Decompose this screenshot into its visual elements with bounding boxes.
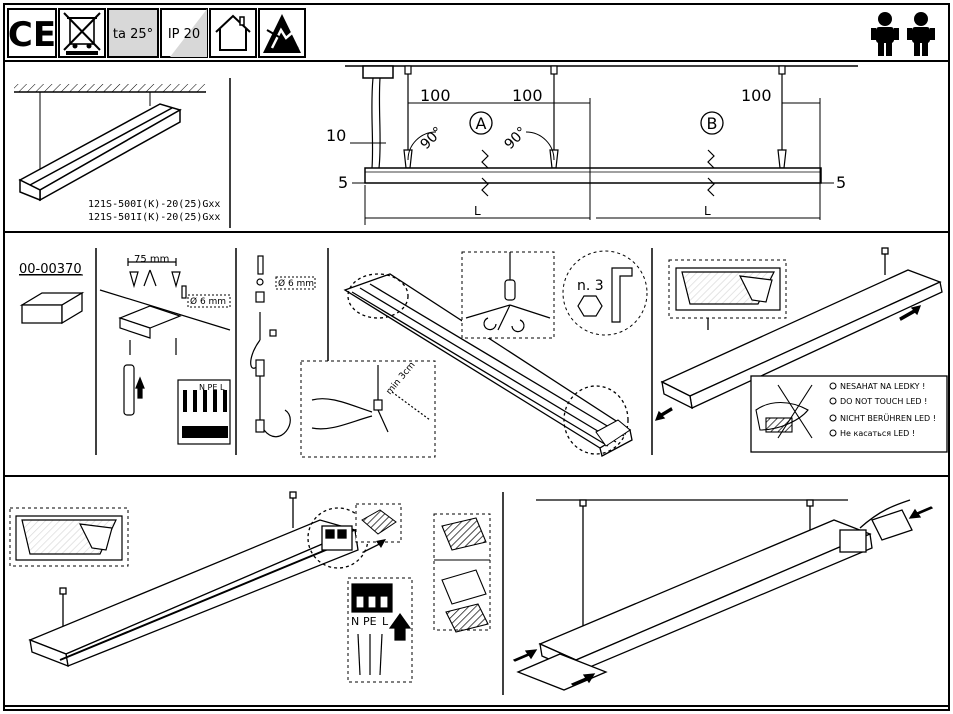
section-mounting: 00-00370 (19, 247, 948, 458)
esd-warning-icon (258, 8, 306, 58)
circle-label-b: B (707, 114, 718, 133)
warning-czech: NESAHAT NA LEDKY ! (840, 382, 925, 391)
luminaire-final-view (512, 499, 934, 691)
ip-badge-icon: IP 20 (160, 8, 208, 58)
ce-mark-text: CE (8, 15, 56, 55)
cable-anchor-step (250, 255, 291, 438)
cover-insert-step (434, 517, 490, 633)
dimension-drawing: 100 100 100 10 5 5 90° 90° A B L L (326, 65, 858, 225)
dim-100-c: 100 (741, 86, 772, 105)
angle-90-a: 90° (418, 124, 447, 153)
luminaire-wiring-view (28, 491, 369, 668)
header-icons: CE ta 25° IP 20 (7, 8, 935, 58)
luminaire-assembly (343, 273, 633, 457)
model-line-1: 121S-500I(K)-20(25)Gxx (88, 199, 220, 210)
part-code: 00-00370 (19, 262, 82, 277)
ta-badge-text: ta 25° (113, 27, 153, 42)
section-wiring: N PE L (9, 491, 934, 695)
hex-key-icon (611, 267, 633, 323)
dim-100-b: 100 (512, 86, 543, 105)
warning-russian: Не касаться LED ! (840, 429, 915, 438)
do-not-touch-hand-icon (755, 384, 813, 439)
ceiling-drill-step (99, 258, 231, 445)
profile-section-detail (675, 267, 781, 311)
arrow-right-icon (362, 539, 386, 553)
dim-75mm: 75 mm (134, 254, 169, 265)
weee-bin-icon (58, 8, 106, 58)
ip-badge-text: IP 20 (168, 27, 200, 42)
dim-10: 10 (326, 126, 346, 145)
length-l-a: L (474, 204, 481, 218)
dim-5-left: 5 (338, 173, 348, 192)
length-l-b: L (704, 204, 711, 218)
terminal-l: L (382, 615, 389, 628)
dim-100-a: 100 (420, 86, 451, 105)
warning-english: DO NOT TOUCH LED ! (840, 397, 927, 406)
canopy-box (19, 291, 85, 325)
warning-list: NESAHAT NA LEDKY ! DO NOT TOUCH LED ! NI… (829, 382, 936, 438)
ta-badge-icon: ta 25° (107, 8, 159, 58)
terminal-n: N (351, 615, 359, 628)
terminal-block-detail (351, 583, 412, 676)
terminal-labels: N PE L (199, 383, 225, 392)
page-frame (3, 3, 950, 711)
angle-90-b: 90° (502, 124, 531, 153)
warning-german: NICHT BERÜHREN LED ! (840, 413, 936, 423)
suspension-detail (465, 252, 551, 333)
model-line-2: 121S-501I(K)-20(25)Gxx (88, 212, 220, 223)
luminaire-perspective (18, 103, 182, 202)
circle-label-a: A (476, 114, 487, 133)
pliers-detail (311, 365, 431, 433)
dim-6mm-b: Ø 6 mm (278, 278, 314, 289)
dim-5-right: 5 (836, 173, 846, 192)
indoor-house-icon (209, 8, 257, 58)
terminal-pe: PE (363, 615, 377, 628)
hex-key-size: n. 3 (577, 278, 604, 294)
ce-mark-icon: CE (7, 8, 57, 58)
dim-6mm-a: Ø 6 mm (190, 296, 226, 307)
keep-away-children-icon (871, 12, 935, 56)
section-overview: 121S-500I(K)-20(25)Gxx 121S-501I(K)-20(2… (14, 65, 858, 228)
profile-section-detail-2 (15, 515, 123, 561)
